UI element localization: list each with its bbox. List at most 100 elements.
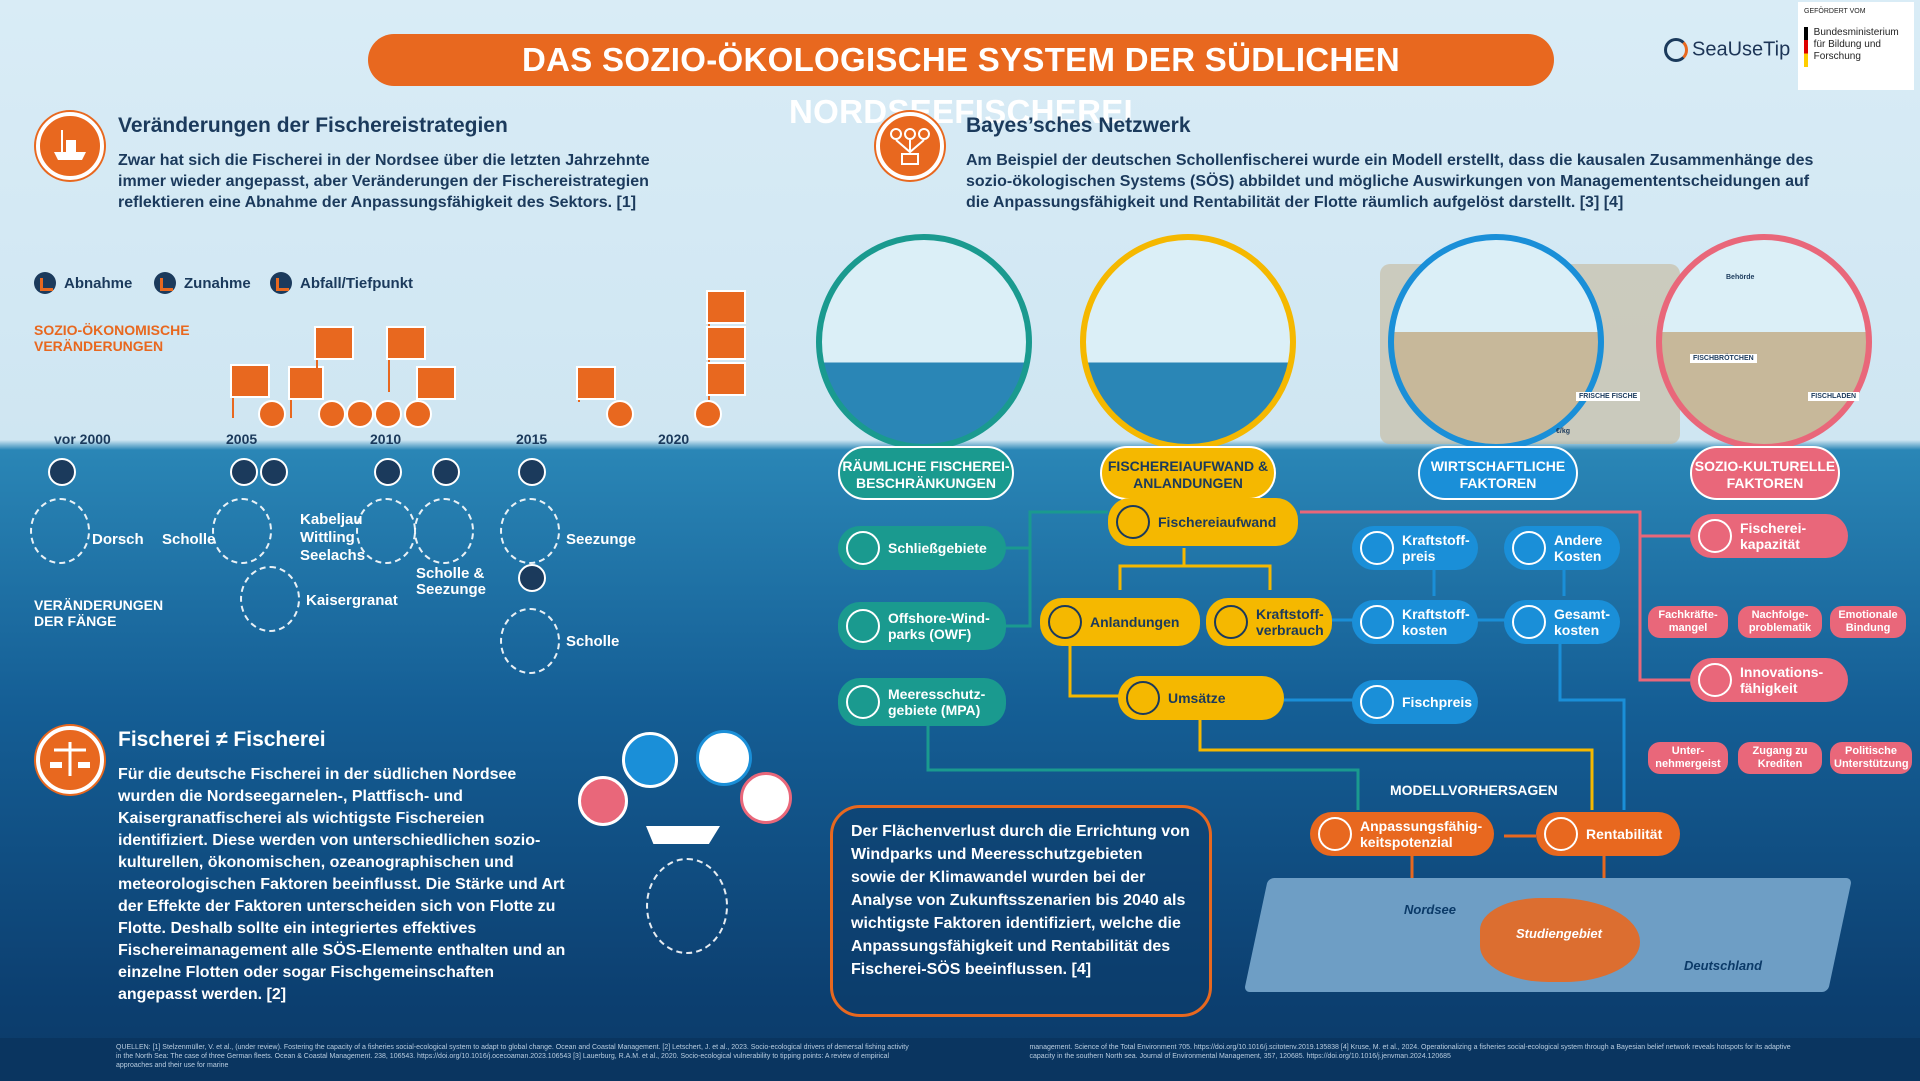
seezunge-net-icon bbox=[500, 498, 560, 564]
node-anpassungsfaehigkeit: Anpassungsfähig-keitspotenzial bbox=[1310, 812, 1494, 856]
fishing-boat-icon bbox=[36, 112, 104, 180]
fuel-pump-icon bbox=[1360, 531, 1394, 565]
lightbulb-icon bbox=[1698, 663, 1732, 697]
windsock-icon bbox=[740, 772, 792, 824]
protected-fish-icon bbox=[846, 685, 880, 719]
increase-marker bbox=[260, 458, 288, 486]
node-schliessgebiete: Schließgebiete bbox=[838, 526, 1006, 570]
node-unternehmergeist: Unter-nehmergeist bbox=[1648, 742, 1728, 774]
increase-arrow-icon bbox=[154, 272, 176, 294]
euro-eye-flag-icon bbox=[314, 326, 354, 360]
boat-flag-icon bbox=[576, 366, 616, 400]
legend-increase-label: Zunahme bbox=[184, 274, 251, 292]
network-icon bbox=[876, 112, 944, 180]
node-owf-label: Offshore-Wind-parks (OWF) bbox=[888, 610, 990, 642]
node-innovation-label: Innovations-fähigkeit bbox=[1740, 664, 1824, 696]
year-label: 2005 bbox=[226, 431, 258, 447]
map-label-studiengebiet: Studiengebiet bbox=[1516, 926, 1602, 941]
catch-changes-label: VERÄNDERUNGEN DER FÄNGE bbox=[34, 597, 164, 629]
fuel-drop-icon bbox=[1214, 605, 1248, 639]
year-label: 2010 bbox=[370, 431, 402, 447]
node-zugang-krediten: Zugang zu Krediten bbox=[1738, 742, 1822, 774]
decrease-marker bbox=[230, 458, 258, 486]
page-title: DAS SOZIO-ÖKOLOGISCHE SYSTEM DER SÜDLICH… bbox=[368, 34, 1554, 130]
dorsch-net-icon bbox=[30, 498, 90, 564]
node-kraftstoffverbrauch-label: Kraftstoff-verbrauch bbox=[1256, 606, 1324, 638]
catch-net-icon bbox=[646, 858, 728, 954]
legend-decrease: Abnahme bbox=[34, 272, 132, 294]
increase-marker bbox=[694, 400, 722, 428]
year-label: 2015 bbox=[516, 431, 548, 447]
increase-marker bbox=[258, 400, 286, 428]
key-findings-text: Der Flächenverlust durch die Errichtung … bbox=[851, 823, 1190, 978]
effort-icon bbox=[1116, 505, 1150, 539]
model-predictions-label: MODELLVORHERSAGEN bbox=[1390, 782, 1558, 798]
windpark-flag-icon bbox=[706, 362, 746, 396]
scholle-net-icon bbox=[500, 608, 560, 674]
sign-fischbroetchen: FISCHBRÖTCHEN bbox=[1690, 354, 1757, 363]
category-spatial-restrictions: RÄUMLICHE FISCHEREI-BESCHRÄNKUNGEN bbox=[838, 446, 1014, 500]
seausetip-logo: SeaUseTip bbox=[1664, 38, 1790, 62]
decrease-marker bbox=[606, 400, 634, 428]
references-footer: QUELLEN: [1] Stelzenmüller, V. et al., (… bbox=[0, 1038, 1920, 1081]
node-kraftstoffpreis: Kraftstoff-preis bbox=[1352, 526, 1478, 570]
node-mpa: Meeresschutz-gebiete (MPA) bbox=[838, 678, 1006, 726]
drop-marker bbox=[432, 458, 460, 486]
fish-label-kabeljau: Kabeljau Wittling Seelachs bbox=[300, 511, 366, 564]
pressure-arrows-icon bbox=[578, 776, 628, 826]
sign-frische-fische: FRISCHE FISCHE bbox=[1576, 392, 1641, 401]
sign-price: €/kg bbox=[1556, 428, 1571, 435]
section-bayes-text: Am Beispiel der deutschen Schollenfische… bbox=[966, 152, 1814, 211]
key-findings-callout: Der Flächenverlust durch die Errichtung … bbox=[830, 805, 1212, 1017]
node-politische-unterstuetzung: Politische Unterstützung bbox=[1830, 742, 1912, 774]
fish-label-scholle-seezunge: Scholle & Seezunge bbox=[416, 565, 487, 598]
money-flag-icon bbox=[706, 290, 746, 324]
drop-arrow-icon bbox=[270, 272, 292, 294]
node-gesamtkosten-label: Gesamt-kosten bbox=[1554, 606, 1611, 638]
node-kraftstoffkosten: Kraftstoff-kosten bbox=[1352, 600, 1478, 644]
fish-net-icon bbox=[1048, 605, 1082, 639]
bmbf-logo: GEFÖRDERT VOM Bundesministerium für Bild… bbox=[1798, 2, 1914, 90]
node-schliessgebiete-label: Schließgebiete bbox=[888, 540, 987, 556]
fish-coins-icon bbox=[1126, 681, 1160, 715]
year-label: vor 2000 bbox=[54, 431, 111, 447]
ocean-waves-icon bbox=[696, 730, 752, 786]
no-fishing-flag-icon bbox=[706, 326, 746, 360]
node-nachfolge: Nachfolge-problematik bbox=[1738, 606, 1822, 638]
node-gesamtkosten: Gesamt-kosten bbox=[1504, 600, 1620, 644]
boat-flag-icon bbox=[386, 326, 426, 360]
node-umsaetze: Umsätze bbox=[1118, 676, 1284, 720]
node-andere-kosten: Andere Kosten bbox=[1504, 526, 1620, 570]
fish-label-seezunge: Seezunge bbox=[566, 531, 637, 548]
windpark-scene-image bbox=[816, 234, 1032, 450]
fish-price-icon bbox=[1360, 685, 1394, 719]
decrease-marker bbox=[48, 458, 76, 486]
increase-marker bbox=[374, 400, 402, 428]
node-fischereikapazitaet: Fischerei-kapazität bbox=[1690, 514, 1848, 558]
category-effort-landings: FISCHEREIAUFWAND & ANLANDUNGEN bbox=[1100, 446, 1276, 500]
sign-behoerde: Behörde bbox=[1726, 274, 1755, 281]
scholle-seezunge-net-icon bbox=[414, 498, 474, 564]
node-anlandungen-label: Anlandungen bbox=[1090, 614, 1180, 630]
decrease-marker bbox=[346, 400, 374, 428]
node-fischpreis-label: Fischpreis bbox=[1402, 694, 1473, 710]
fishing-boat-icon bbox=[646, 826, 720, 844]
fish-label-scholle: Scholle bbox=[162, 531, 216, 548]
node-andere-kosten-label: Andere Kosten bbox=[1554, 532, 1603, 564]
profit-coins-icon bbox=[1544, 817, 1578, 851]
study-area-region bbox=[1480, 898, 1640, 982]
wind-turbine-icon bbox=[846, 609, 880, 643]
calculator-icon bbox=[1512, 605, 1546, 639]
map-label-nordsee: Nordsee bbox=[1404, 902, 1457, 917]
references-left: QUELLEN: [1] Stelzenmüller, V. et al., (… bbox=[116, 1044, 909, 1069]
receipt-icon bbox=[1512, 531, 1546, 565]
seausetip-logo-icon bbox=[1664, 38, 1688, 62]
year-label: 2020 bbox=[658, 431, 690, 447]
section-strategies-text: Zwar hat sich die Fischerei in der Nords… bbox=[118, 152, 650, 211]
node-anpassung-label: Anpassungsfähig-keitspotenzial bbox=[1360, 818, 1483, 850]
socio-cultural-circle-icon bbox=[622, 732, 678, 788]
node-innovation: Innovations-fähigkeit bbox=[1690, 658, 1848, 702]
node-mpa-label: Meeresschutz-gebiete (MPA) bbox=[888, 686, 986, 718]
scale-icon bbox=[36, 726, 104, 794]
